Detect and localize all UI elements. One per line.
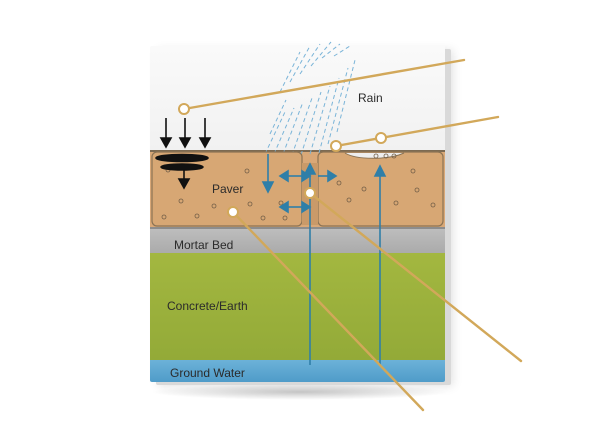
mortar-bed-layer bbox=[150, 227, 445, 255]
mortar-bed-label: Mortar Bed bbox=[174, 238, 234, 252]
concrete-earth-label: Concrete/Earth bbox=[167, 299, 248, 313]
aggregate-dots bbox=[161, 153, 436, 221]
concrete-earth-layer bbox=[150, 253, 445, 360]
infiltration-black-arrows bbox=[155, 118, 212, 190]
ground-water-layer bbox=[150, 360, 445, 382]
board-shadow bbox=[150, 384, 450, 400]
rain-label: Rain bbox=[358, 91, 383, 105]
sky-layer bbox=[150, 46, 445, 150]
rain-icon bbox=[264, 41, 356, 156]
water-flow-arrows bbox=[261, 154, 387, 365]
ground-water-label: Ground Water bbox=[170, 366, 245, 380]
pointer-rods bbox=[178, 58, 523, 412]
paver-label: Paver bbox=[212, 182, 244, 196]
